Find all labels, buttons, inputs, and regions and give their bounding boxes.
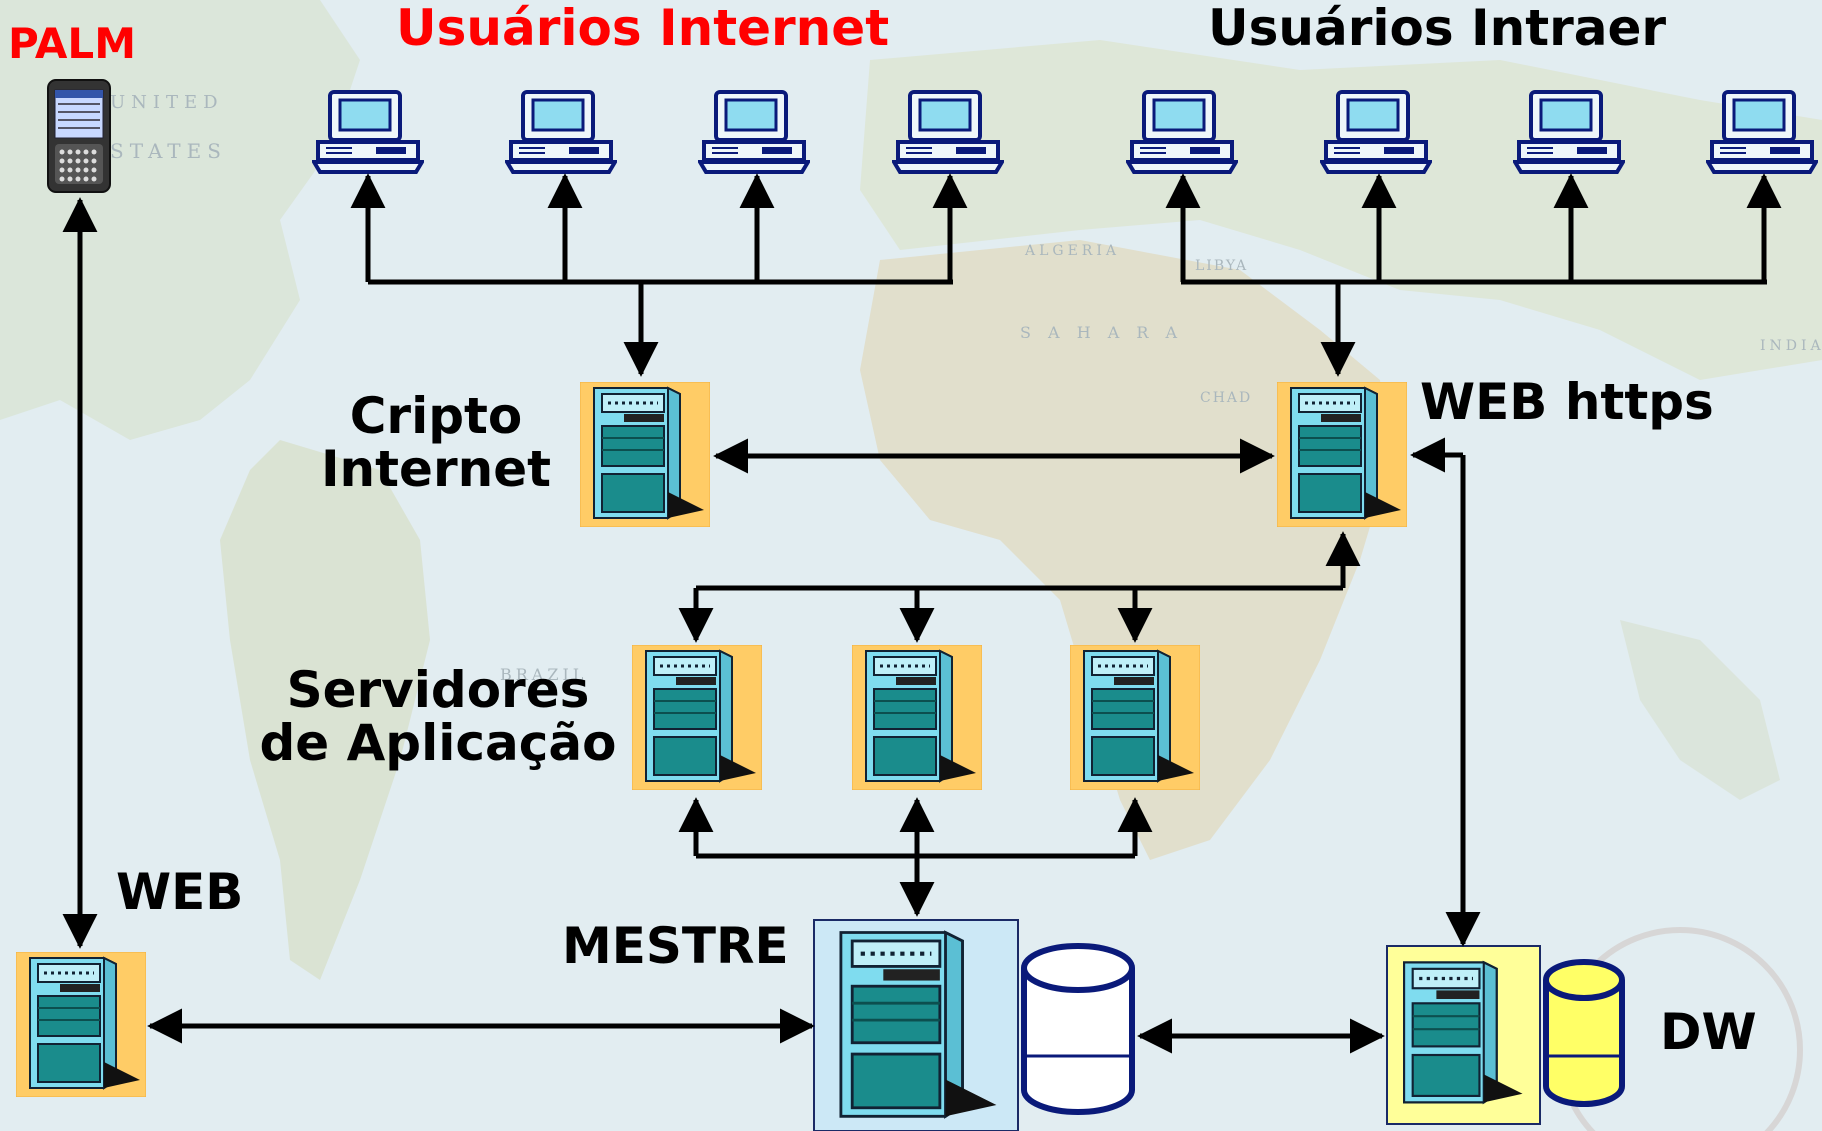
map-label: CHAD <box>1200 390 1252 406</box>
map-label: STATES <box>110 139 227 163</box>
app-label-line2: de Aplicação <box>259 713 617 772</box>
intraer-users-title: Usuários Intraer <box>1208 0 1667 57</box>
map-label: BRAZIL <box>500 665 587 684</box>
palm-label: PALM <box>8 19 136 68</box>
web-label: WEB <box>116 863 244 921</box>
app-servers-label: Servidores de Aplicação <box>246 664 630 769</box>
map-label: S A H A R A <box>1020 323 1183 342</box>
map-label: LIBYA <box>1195 258 1248 274</box>
map-label: INDIA <box>1760 338 1822 354</box>
palm-device-icon <box>47 79 111 193</box>
web-server-icon <box>16 952 146 1097</box>
map-label: UNITED <box>110 92 224 113</box>
cripto-label-line1: Cripto <box>349 387 523 445</box>
app-server-3-icon <box>1070 645 1200 790</box>
map-label: ALGERIA <box>1024 243 1120 259</box>
mestre-database-icon <box>1021 943 1135 1115</box>
mestre-label: MESTRE <box>562 917 789 975</box>
app-server-2-icon <box>852 645 982 790</box>
dw-label: DW <box>1660 1003 1757 1061</box>
app-label-line1: Servidores <box>286 661 590 719</box>
internet-users-title: Usuários Internet <box>396 0 890 57</box>
connectors <box>62 173 1782 1054</box>
web-https-label: WEB https <box>1420 373 1714 431</box>
app-server-1-icon <box>632 645 762 790</box>
cripto-internet-server-icon <box>580 382 710 527</box>
web-https-server-icon <box>1277 382 1407 527</box>
dw-database-icon <box>1543 959 1625 1107</box>
cripto-internet-label: Cripto Internet <box>306 390 566 495</box>
cripto-label-line2: Internet <box>320 439 552 498</box>
